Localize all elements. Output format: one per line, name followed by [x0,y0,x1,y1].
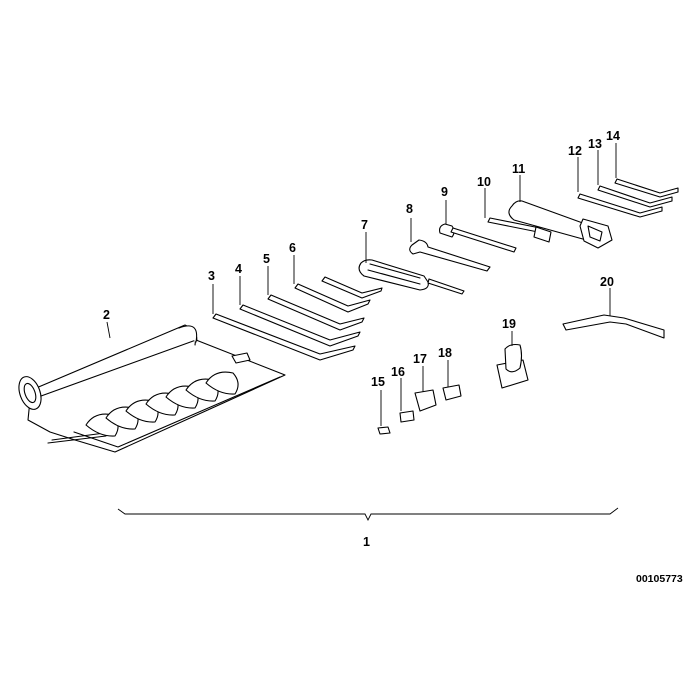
hex-key-set [212,276,383,361]
callout-5: 5 [263,252,270,266]
callout-17: 17 [413,352,427,366]
callout-12: 12 [568,144,582,158]
open-end-wrench [409,239,491,272]
callout-11: 11 [512,162,525,176]
callout-7: 7 [361,218,368,232]
fuse-set [377,384,462,435]
leader-lines [106,143,617,426]
callout-10: 10 [477,175,491,189]
diagram-reference-number: 00105773 [636,573,683,585]
callout-6: 6 [289,241,296,255]
box-wrench [508,200,613,249]
callout-20: 20 [600,275,614,289]
callout-1: 1 [363,535,370,549]
callout-9: 9 [441,185,448,199]
small-hex-key-set [577,178,679,218]
tool-roll-pouch [18,324,286,453]
screwdriver [358,259,465,295]
assembly-bracket [117,507,619,522]
callout-16: 16 [391,365,405,379]
callout-14: 14 [606,129,620,143]
callout-8: 8 [406,202,413,216]
socket-driver [439,223,517,253]
callout-2: 2 [103,308,110,322]
angled-tool [562,314,665,339]
callout-labels: 1 2 3 4 5 6 7 8 9 10 11 12 13 14 15 16 1… [103,129,620,549]
callout-19: 19 [502,317,516,331]
callout-4: 4 [235,262,242,276]
callout-18: 18 [438,346,452,360]
fuse-puller [496,343,529,389]
extension-bar [487,217,552,243]
callout-15: 15 [371,375,385,389]
callout-3: 3 [208,269,215,283]
callout-13: 13 [588,137,602,151]
